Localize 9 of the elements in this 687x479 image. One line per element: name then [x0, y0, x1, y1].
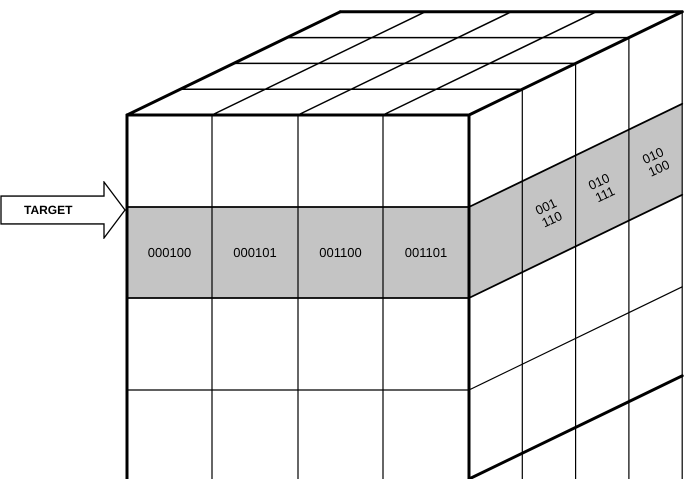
arrow-label: TARGET [24, 203, 72, 217]
binary-code: 001101 [404, 246, 448, 260]
binary-code: 000100 [148, 246, 192, 260]
binary-code: 010 100 [638, 143, 672, 180]
binary-code: 010 111 [585, 169, 618, 206]
binary-code: 000101 [233, 246, 277, 260]
binary-code: 001100 [319, 246, 362, 260]
binary-code: 001 110 [532, 194, 566, 232]
block-arrow [0, 181, 126, 239]
